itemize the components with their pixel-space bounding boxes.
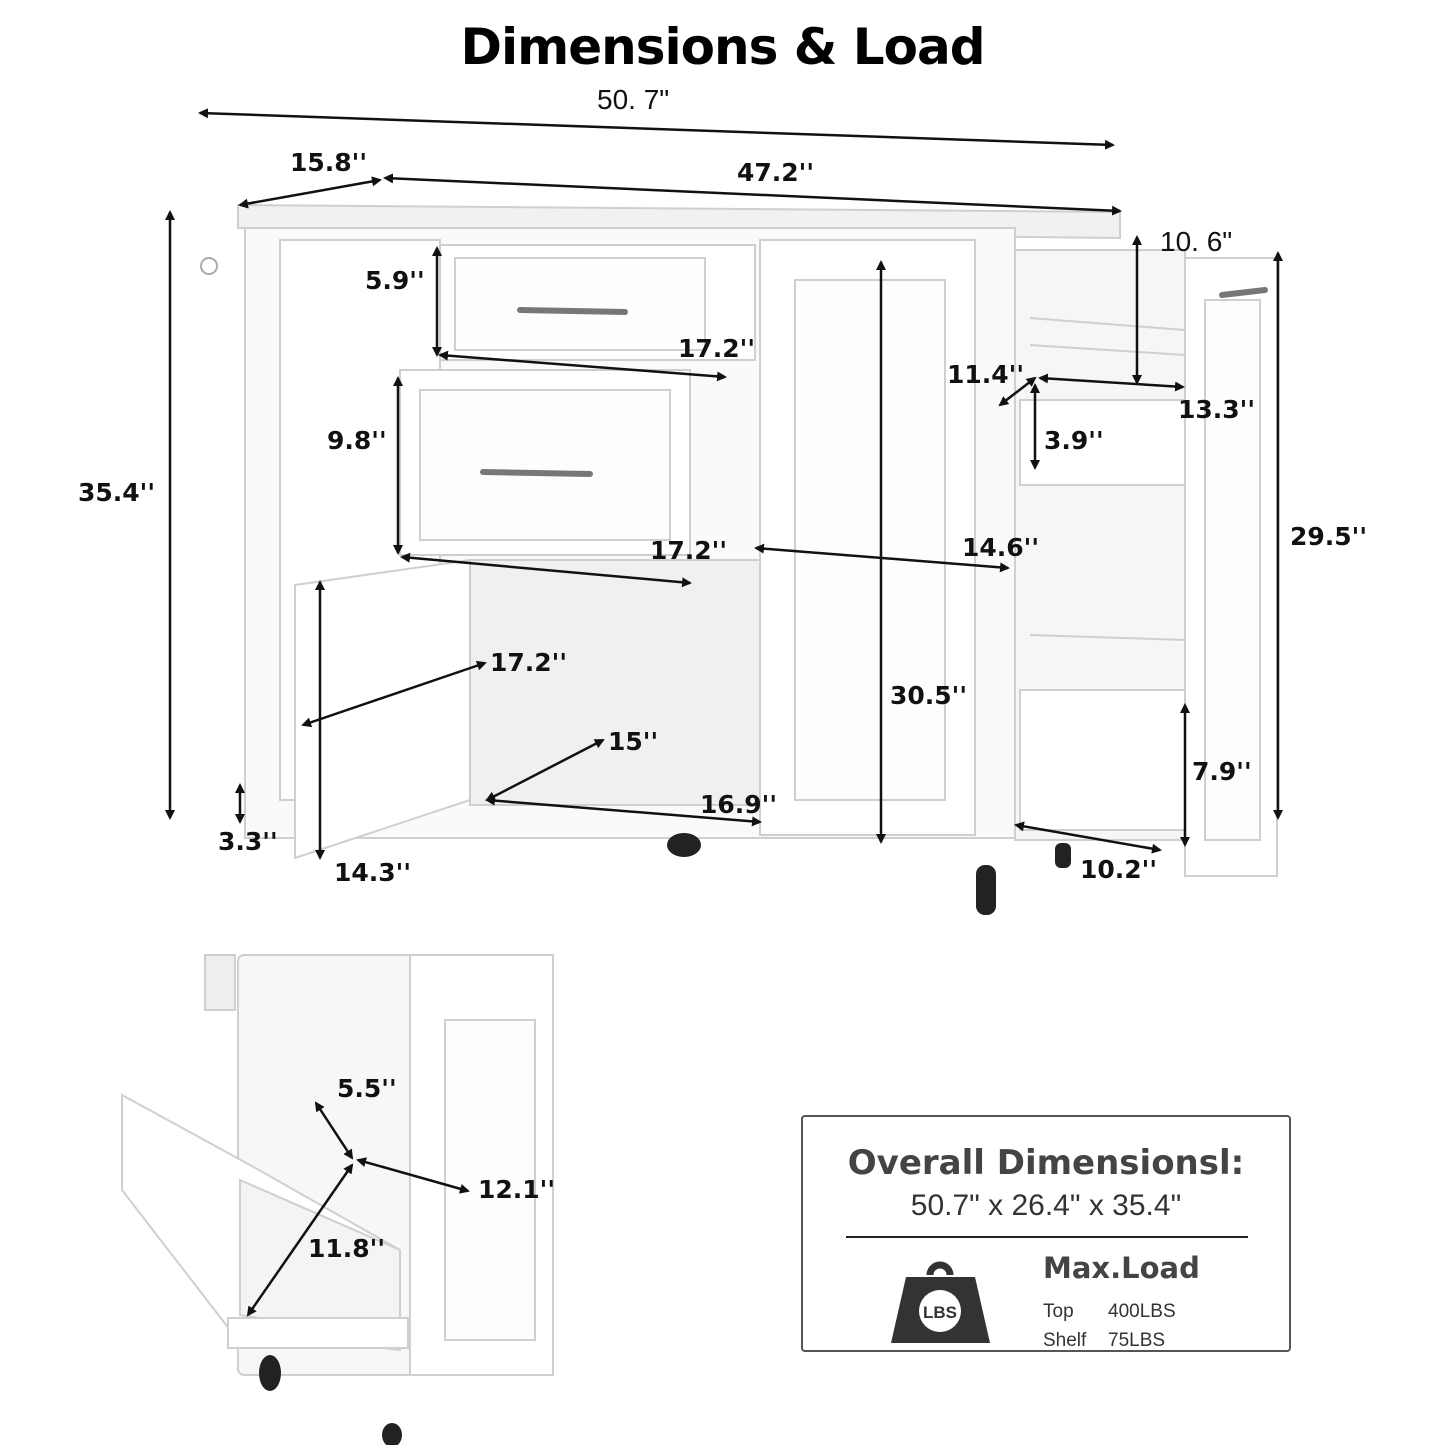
dim-middle-width: 14.6''	[962, 533, 1039, 562]
page-title: Dimensions & Load	[460, 18, 985, 76]
load-value: 75LBS	[1108, 1330, 1166, 1351]
dim-bottom-shelf-height: 7.9''	[1192, 757, 1252, 786]
overall-dimensions-box: Overall Dimensionsl: 50.7" x 26.4" x 35.…	[801, 1115, 1291, 1352]
dim-spice-rack-width: 13.3''	[1178, 395, 1255, 424]
dim-cabinet-bottom-width: 16.9''	[700, 790, 777, 819]
dim-trash-width: 12.1''	[478, 1175, 555, 1204]
dim-spice-shelf-height: 3.9''	[1044, 426, 1104, 455]
load-label: Shelf	[1043, 1330, 1087, 1351]
dim-door-cabinet-height: 30.5''	[890, 681, 967, 710]
load-row-shelf: Shelf 75LBS	[1043, 1330, 1165, 1352]
dim-top-width: 47.2''	[737, 158, 814, 187]
dim-pullout-height: 29.5''	[1290, 522, 1367, 551]
dim-trash-top-depth: 5.5''	[337, 1074, 397, 1103]
load-label: Top	[1043, 1301, 1074, 1322]
divider	[846, 1236, 1248, 1238]
dim-cabinet-inner-depth: 15''	[608, 727, 659, 756]
dim-door-width: 14.3''	[334, 858, 411, 887]
dim-drawer2-width: 17.2''	[650, 536, 727, 565]
load-value: 400LBS	[1108, 1301, 1176, 1322]
dim-total-height: 35.4''	[78, 478, 155, 507]
dim-drawer1-width: 17.2''	[678, 334, 755, 363]
dimension-arrows	[165, 108, 1283, 1317]
dim-overall-width: 50. 7"	[597, 84, 670, 115]
cabinet-body	[237, 203, 1278, 877]
overall-dimensions-heading: Overall Dimensionsl:	[847, 1143, 1245, 1183]
trash-wheels	[259, 1355, 402, 1445]
dim-cabinet-inner-width: 17.2''	[490, 648, 567, 677]
load-row-top: Top 400LBS	[1043, 1301, 1176, 1323]
trash-cabinet	[121, 954, 554, 1376]
max-load-heading: Max.Load	[1043, 1251, 1200, 1285]
dim-spice-rack-depth: 11.4''	[947, 360, 1024, 389]
handles	[480, 287, 1268, 477]
dim-side-cabinet-height: 10. 6"	[1160, 226, 1233, 257]
dim-drawer2-height: 9.8''	[327, 426, 387, 455]
dim-drawer1-height: 5.9''	[365, 266, 425, 295]
dim-pullout-bottom-width: 10.2''	[1080, 855, 1157, 884]
dim-depth-side: 15.8''	[290, 148, 367, 177]
dim-trash-height: 11.8''	[308, 1234, 385, 1263]
weight-icon: LBS	[891, 1261, 990, 1343]
dim-leg-clearance: 3.3''	[218, 827, 278, 856]
overall-dimensions-value: 50.7" x 26.4" x 35.4"	[910, 1189, 1182, 1222]
weight-icon-label: LBS	[923, 1303, 957, 1322]
